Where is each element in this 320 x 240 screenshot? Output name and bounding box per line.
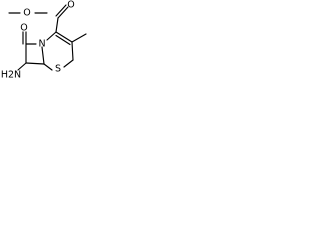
bond-c3-methyl — [71, 33, 87, 43]
atom-amino: H2N — [1, 70, 21, 81]
bond-ester-carbonyl-2 — [55, 4, 67, 17]
atom-n-ring: N — [38, 39, 45, 50]
bond-s-c6 — [43, 63, 53, 71]
structure-svg: O O O N S H2N — [1, 0, 87, 81]
molecule-diagram: O O O N S H2N — [0, 0, 108, 91]
bond-c2-c3-2 — [55, 34, 71, 46]
bond-c4-s — [63, 59, 74, 68]
bond-c2-c3-1 — [55, 31, 73, 43]
bond-c7-amino — [17, 62, 27, 71]
atom-o-beta-lactam: O — [20, 23, 27, 34]
atom-o-ester-carbonyl: O — [67, 0, 74, 11]
bond-c3-c4 — [71, 41, 74, 61]
bond-ester-carbonyl-1 — [57, 6, 69, 19]
atom-s-ring: S — [55, 64, 61, 75]
bond-c6-n — [41, 46, 45, 65]
bond-c7-c6 — [25, 62, 45, 65]
bond-ester-c-ring — [55, 17, 59, 33]
bond-n-c2 — [46, 31, 57, 41]
atom-o-methoxy: O — [23, 8, 30, 19]
